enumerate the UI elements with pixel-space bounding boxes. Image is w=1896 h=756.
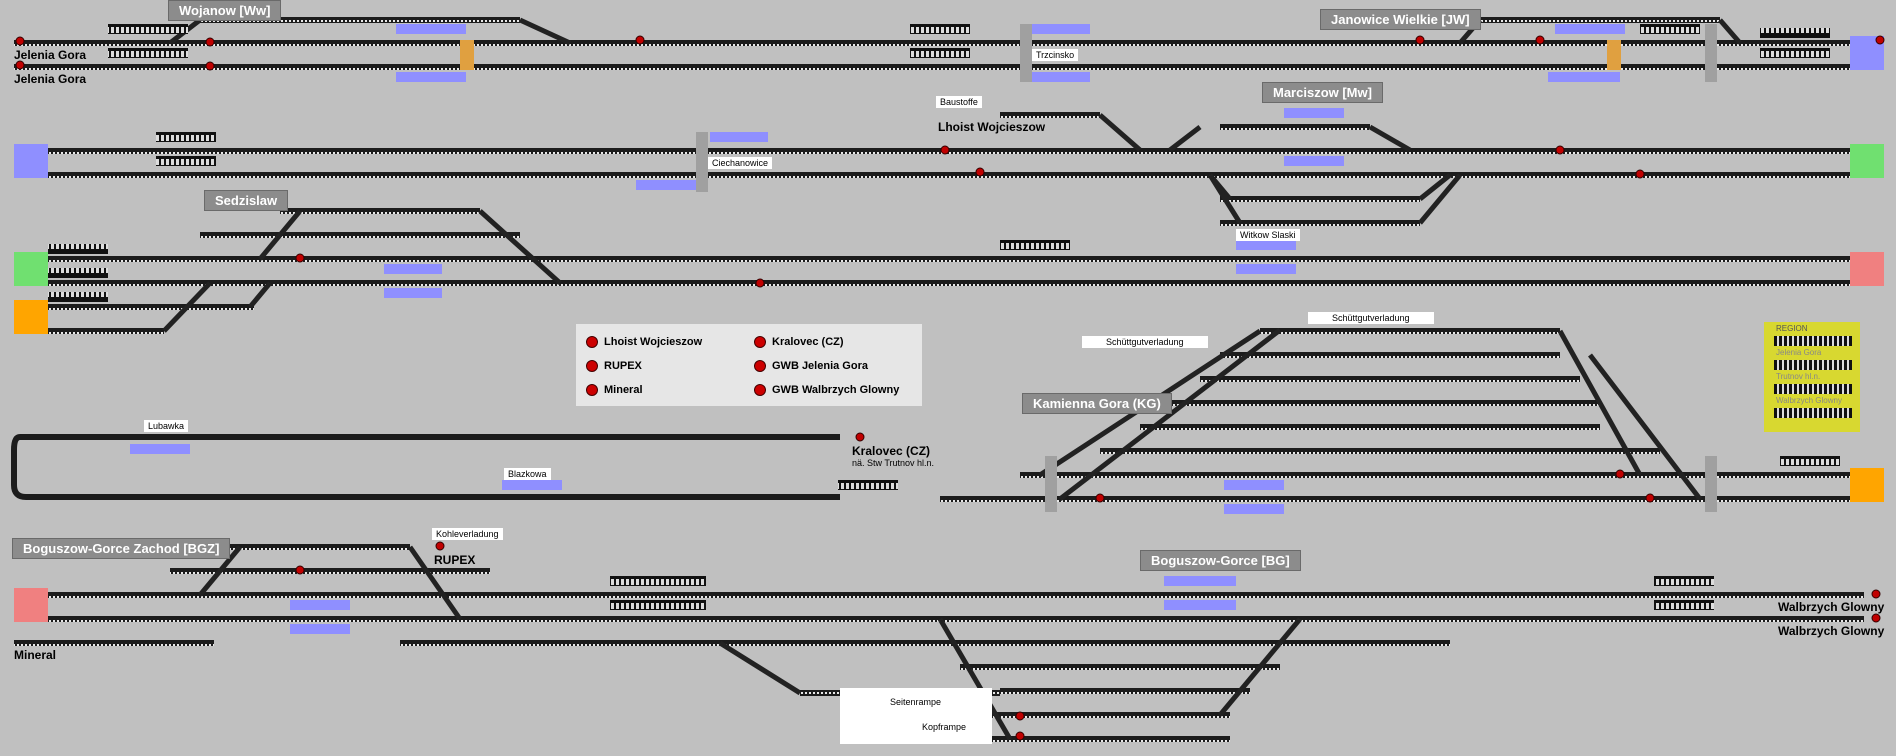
region-title: REGION — [1776, 324, 1808, 333]
track-row-5 — [14, 544, 1864, 744]
label-schuttgut-1: Schüttgutverladung — [1308, 312, 1434, 324]
station-marciszow[interactable]: Marciszow [Mw] — [1262, 82, 1383, 103]
endpoint-lhoist: Lhoist Wojcieszow — [938, 120, 1046, 134]
track-row-4 — [11, 328, 1884, 514]
signal-icon — [754, 384, 766, 396]
station-bgz[interactable]: Boguszow-Gorce Zachod [BGZ] — [12, 538, 231, 559]
region-label: Trutnov hl.n. — [1776, 372, 1821, 381]
legend-item[interactable]: RUPEX — [586, 360, 642, 372]
legend-panel: Lhoist Wojcieszow RUPEX Mineral Kralovec… — [576, 324, 922, 406]
legend-item[interactable]: Lhoist Wojcieszow — [586, 336, 702, 348]
region-bar[interactable] — [1774, 360, 1852, 370]
track-row-3 — [14, 208, 1884, 334]
endpoint-rupex: RUPEX — [434, 553, 476, 567]
label-kopframpe: Kopframpe — [922, 722, 967, 732]
region-panel: REGION Jelenia Gora Trutnov hl.n. Walbrz… — [1764, 322, 1860, 432]
region-bar[interactable] — [1774, 408, 1852, 418]
label-schuttgut-2: Schüttgutverladung — [1082, 336, 1208, 348]
endpoint-jelenia-2: Jelenia Gora — [14, 72, 87, 86]
signal-icon — [586, 336, 598, 348]
endpoint-kralovec-sub: nä. Stw Trutnov hl.n. — [852, 458, 935, 468]
endpoint-jelenia-1: Jelenia Gora — [14, 48, 87, 62]
endpoint-walbrzych-1: Walbrzych Glowny — [1778, 600, 1885, 614]
endpoint-kralovec: Kralovec (CZ) — [852, 444, 931, 458]
region-label: Jelenia Gora — [1776, 348, 1822, 357]
region-bar[interactable] — [1774, 336, 1852, 346]
label-trzcinsko: Trzcinsko — [1032, 49, 1079, 61]
legend-item[interactable]: Mineral — [586, 384, 643, 396]
legend-item[interactable]: GWB Jelenia Gora — [754, 360, 868, 372]
track-row-1 — [14, 17, 1884, 82]
label-ciechanowice: Ciechanowice — [708, 157, 773, 169]
label-baustoffe: Baustoffe — [936, 96, 982, 108]
signal-icon — [586, 384, 598, 396]
station-sedzislaw[interactable]: Sedzislaw — [204, 190, 289, 211]
label-lubawka: Lubawka — [144, 420, 189, 432]
station-janowice[interactable]: Janowice Wielkie [JW] — [1320, 9, 1481, 30]
signal-icon — [754, 336, 766, 348]
label-seitenrampe: Seitenrampe — [890, 697, 942, 707]
legend-item[interactable]: Kralovec (CZ) — [754, 336, 844, 348]
endpoint-mineral: Mineral — [14, 648, 57, 662]
endpoint-walbrzych-2: Walbrzych Glowny — [1778, 624, 1885, 638]
label-witkow: Witkow Slaski — [1236, 229, 1300, 241]
track-row-2 — [14, 108, 1884, 250]
label-kohleverladung: Kohleverladung — [432, 528, 503, 540]
signal-icon — [754, 360, 766, 372]
signal-icon — [586, 360, 598, 372]
signals — [15, 35, 1885, 741]
station-wojanow[interactable]: Wojanow [Ww] — [168, 0, 282, 21]
region-label: Walbrzych Glowny — [1776, 396, 1842, 405]
station-kamienna[interactable]: Kamienna Gora (KG) — [1022, 393, 1172, 414]
label-blazkowa: Blazkowa — [504, 468, 551, 480]
station-bg[interactable]: Boguszow-Gorce [BG] — [1140, 550, 1301, 571]
region-bar[interactable] — [1774, 384, 1852, 394]
legend-item[interactable]: GWB Walbrzych Glowny — [754, 384, 899, 396]
